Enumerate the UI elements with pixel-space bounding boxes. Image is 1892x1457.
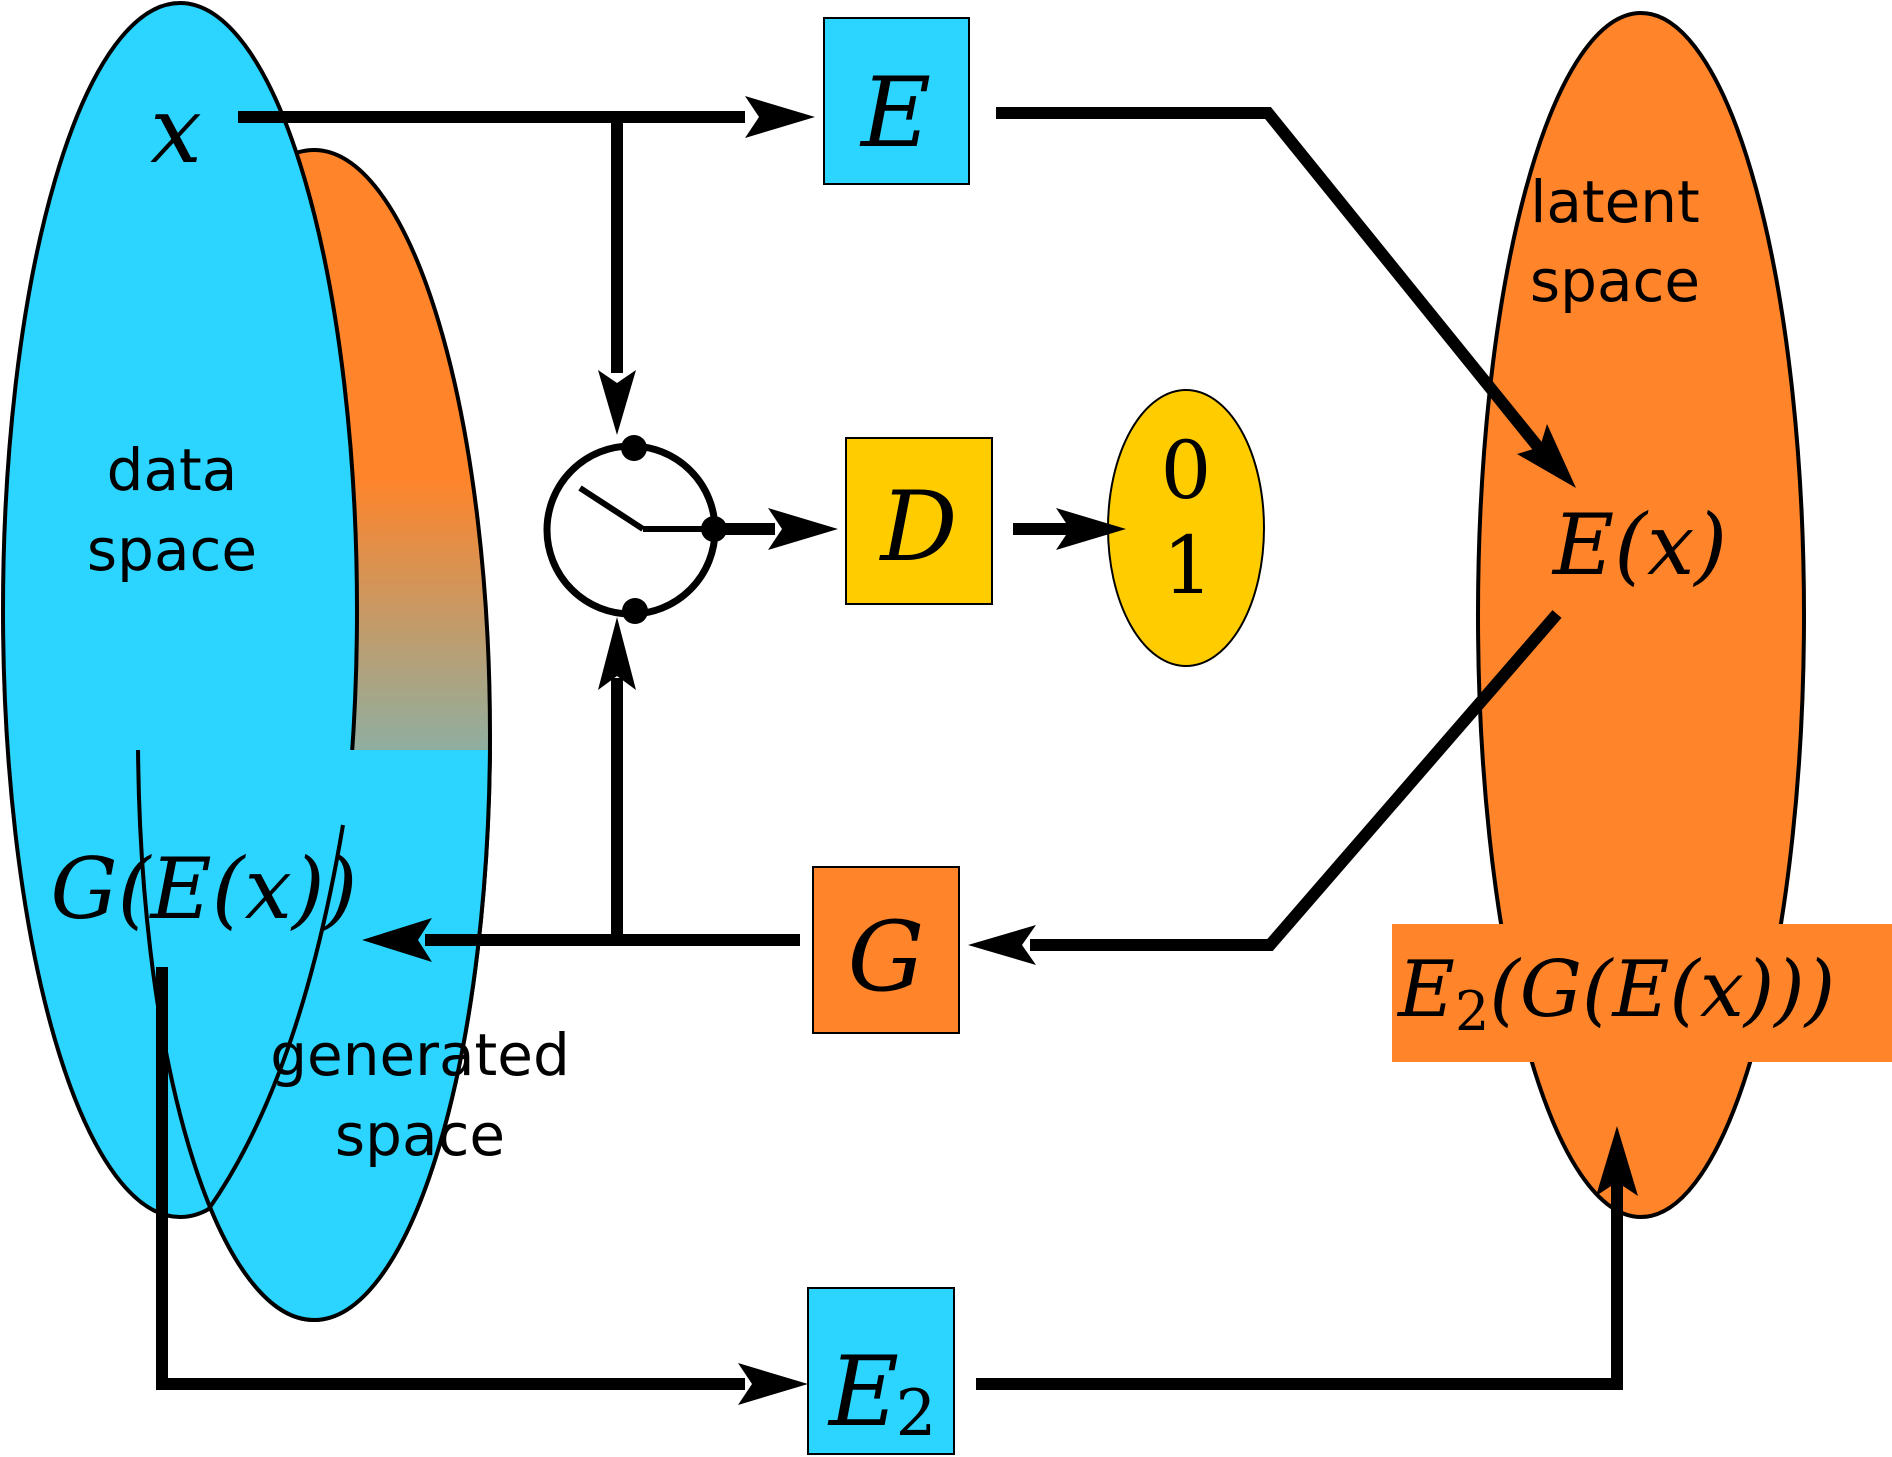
- switch-contact-bottom: [622, 598, 648, 624]
- label-x: x: [150, 77, 202, 184]
- arrowhead-output: [1056, 508, 1126, 550]
- latent-space-label-line1: latent: [1530, 168, 1700, 236]
- encoder2-box: E 2: [807, 1287, 955, 1455]
- generator-box: G: [812, 866, 960, 1034]
- flow-gex-to-e2: [156, 967, 745, 1390]
- switch-lever: [578, 485, 645, 532]
- arrowhead-gex: [362, 918, 432, 962]
- data-space-label-line2: space: [87, 516, 257, 584]
- generated-space-label-line1: generated: [270, 1021, 570, 1089]
- generated-space-edge: [206, 824, 345, 1212]
- output-label-1: 1: [1163, 519, 1214, 612]
- data-space-label-line1: data: [107, 436, 238, 504]
- generated-space-label-line2: space: [335, 1101, 505, 1169]
- discriminator-label: D: [879, 471, 958, 583]
- latent-space-ellipse: [1476, 11, 1806, 1219]
- arrowhead-e: [745, 96, 815, 138]
- flow-e2-to-latent: [976, 1180, 1623, 1390]
- generator-label: G: [848, 901, 925, 1013]
- encoder2-label: E: [827, 1336, 899, 1448]
- arrowhead-d: [768, 508, 838, 550]
- arrowhead-switch-bottom: [598, 617, 636, 690]
- switch-contact-output: [701, 516, 727, 542]
- arrowhead-g: [968, 925, 1036, 965]
- arrowhead-ex: [1517, 424, 1576, 488]
- flow-ex-to-g: [1030, 610, 1562, 951]
- label-ex: E(x): [1551, 496, 1727, 594]
- e2gex-label: E2(G(E(x))): [1396, 945, 1835, 1043]
- flow-e-to-ex: [996, 107, 1552, 462]
- label-gex: G(E(x)): [51, 840, 358, 938]
- discriminator-box: D: [845, 437, 993, 605]
- output-label-0: 0: [1161, 424, 1212, 517]
- latent-space-label-line2: space: [1530, 247, 1700, 315]
- switch-contact-top: [621, 435, 647, 461]
- generated-space-front: [136, 750, 492, 1322]
- e2gex-box: E2(G(E(x))): [1392, 924, 1892, 1062]
- arrowhead-switch-top: [598, 370, 636, 435]
- arrowhead-e2gex: [1596, 1126, 1638, 1196]
- arrowhead-e2: [738, 1363, 808, 1405]
- encoder2-subscript: 2: [896, 1377, 937, 1451]
- encoder-box: E: [823, 17, 970, 185]
- encoder-label: E: [859, 57, 931, 169]
- switch: [543, 435, 727, 624]
